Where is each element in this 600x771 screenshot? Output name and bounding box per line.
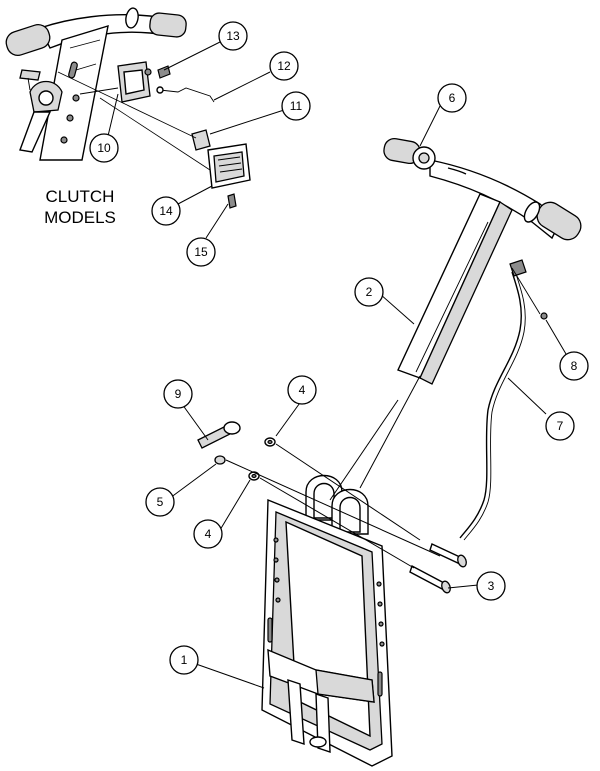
callout-label: 1: [181, 653, 188, 667]
callout-8: 8: [559, 351, 589, 381]
clutch-models-heading-line2: MODELS: [44, 208, 116, 227]
lower-frame: [261, 475, 393, 767]
callout-10: 10: [89, 133, 119, 163]
callout-11: 11: [281, 91, 311, 121]
callout-9: 9: [163, 379, 193, 409]
callout-label: 2: [366, 285, 373, 299]
clutch-models-heading-line1: CLUTCH: [46, 187, 115, 206]
handlebar: [383, 137, 582, 241]
callout-4-lower: 4: [193, 519, 223, 549]
callout-label: 12: [277, 59, 291, 73]
callout-3: 3: [476, 571, 506, 601]
callout-label: 4: [205, 527, 212, 541]
callout-4-upper: 4: [287, 375, 317, 405]
callout-12: 12: [269, 51, 299, 81]
callout-label: 4: [299, 383, 306, 397]
callout-7: 7: [545, 411, 575, 441]
fasteners: [197, 421, 467, 594]
callout-label: 14: [159, 204, 173, 218]
callout-5: 5: [145, 487, 175, 517]
callout-1: 1: [169, 645, 199, 675]
callout-label: 9: [175, 387, 182, 401]
callout-6: 6: [437, 83, 467, 113]
callout-label: 15: [194, 245, 208, 259]
callout-label: 6: [449, 91, 456, 105]
callout-label: 7: [557, 419, 564, 433]
callout-label: 3: [488, 579, 495, 593]
clutch-models-inset: [5, 7, 251, 209]
callout-label: 5: [157, 495, 164, 509]
cable-assembly: [459, 259, 548, 541]
callout-2: 2: [354, 277, 384, 307]
callout-13: 13: [218, 21, 248, 51]
handle-tube: [397, 193, 513, 385]
callout-label: 8: [571, 359, 578, 373]
callout-label: 10: [97, 141, 111, 155]
callout-14: 14: [151, 196, 181, 226]
callout-15: 15: [186, 237, 216, 267]
leader-lines: [107, 41, 567, 689]
callout-label: 11: [290, 99, 303, 113]
callout-label: 13: [226, 29, 240, 43]
